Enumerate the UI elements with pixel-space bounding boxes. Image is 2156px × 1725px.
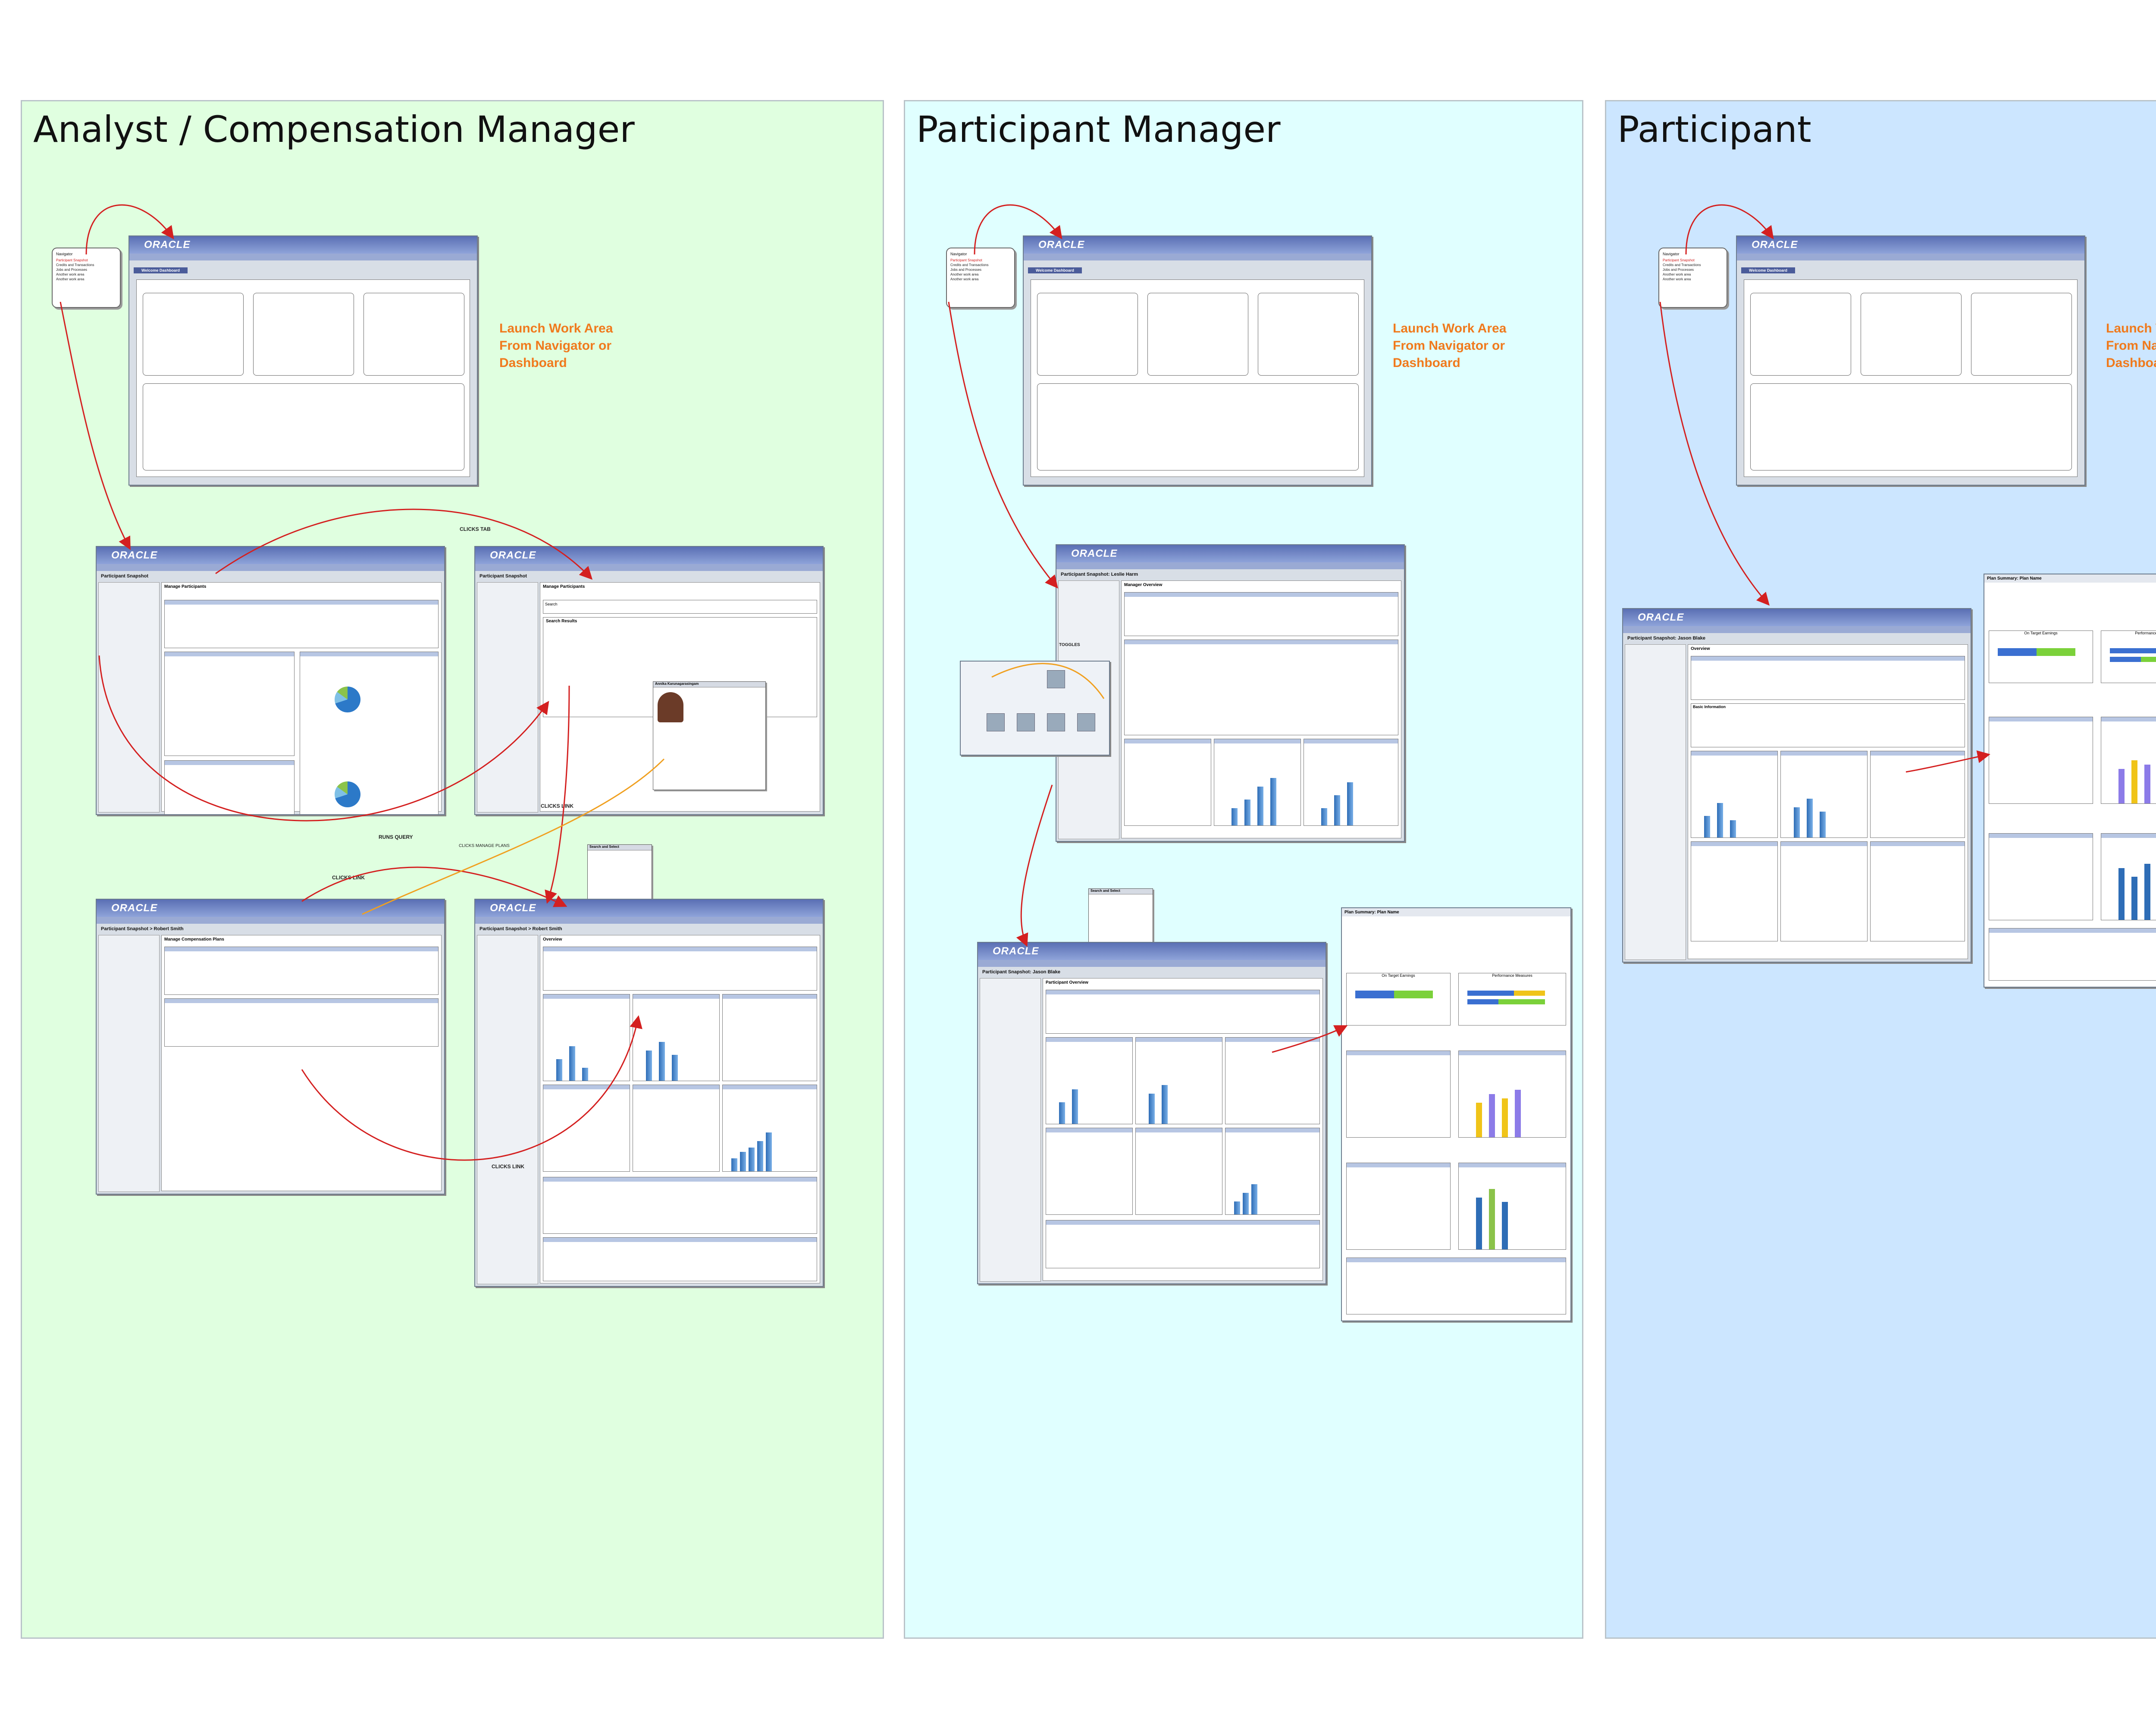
navigator-panel: Navigator Participant Snapshot Credits a… (946, 248, 1015, 308)
oracle-logo: ORACLE (144, 239, 191, 251)
annotation-clicks-link: CLICKS LINK (492, 1164, 524, 1170)
annotation-toggles: TOGGLES (1059, 643, 1080, 647)
annotation-clicks-manage-plans: CLICKS MANAGE PLANS (459, 844, 510, 848)
page-title: Participant Snapshot: Leslie Harm (1061, 572, 1138, 577)
plan-summary-mockup-participant: Plan Summary: Plan Name On Target Earnin… (1984, 574, 2156, 988)
navigator-item[interactable]: Participant Snapshot (56, 258, 88, 262)
search-input[interactable]: Search (545, 602, 558, 606)
annotation-clicks-tab: CLICKS TAB (460, 526, 491, 532)
person-popup: Annika Karunagarasingam (653, 681, 766, 790)
dashboard-mockup: ORACLE Welcome Dashboard (128, 235, 478, 486)
navigator-panel: Navigator Participant Snapshot Credits a… (1658, 248, 1727, 308)
leslie-overview-mockup: ORACLE Participant Snapshot: Leslie Harm… (1056, 544, 1405, 842)
page-title: Participant Snapshot > Robert Smith (101, 926, 184, 932)
manage-participants-mockup: ORACLE Participant Snapshot Manage Parti… (96, 546, 445, 815)
org-chart-mockup (960, 661, 1110, 756)
navigator-item[interactable]: Credits and Transactions (56, 263, 94, 267)
search-results-title: Search Results (546, 619, 577, 624)
jason-overview-mockup-participant: ORACLE Participant Snapshot: Jason Blake… (1622, 608, 1971, 963)
navigator-item[interactable]: Another work area (56, 273, 85, 276)
robert-overview-mockup: ORACLE Participant Snapshot > Robert Smi… (474, 899, 824, 1287)
lane-title-participant-manager: Participant Manager (916, 108, 1281, 151)
dashboard-mockup: ORACLE Welcome Dashboard (1023, 235, 1372, 486)
plan-summary-title: Plan Summary: Plan Name (1342, 908, 1570, 916)
navigator-item[interactable]: Jobs and Processes (56, 268, 88, 272)
lane-title-analyst: Analyst / Compensation Manager (33, 108, 635, 151)
jason-overview-mockup-manager: ORACLE Participant Snapshot: Jason Blake… (977, 942, 1326, 1284)
plan-summary-mockup-manager: Plan Summary: Plan Name On Target Earnin… (1341, 907, 1571, 1321)
dashboard-mockup: ORACLE Welcome Dashboard (1736, 235, 2085, 486)
tab-welcome-dashboard[interactable]: Welcome Dashboard (134, 267, 188, 273)
page-title: Participant Snapshot (101, 574, 149, 579)
manage-participants-title: Manage Participants (164, 584, 207, 589)
manage-comp-plans-mockup: ORACLE Participant Snapshot > Robert Smi… (96, 899, 445, 1195)
navigator-panel: Navigator Participant Snapshot Credits a… (52, 248, 121, 308)
manage-comp-plans-title: Manage Compensation Plans (164, 937, 224, 942)
annotation-clicks-link: CLICKS LINK (541, 803, 573, 809)
search-results-mockup: ORACLE Participant Snapshot Manage Parti… (474, 546, 824, 815)
annotation-runs-query: RUNS QUERY (379, 834, 413, 840)
navigator-title: Navigator (56, 252, 73, 256)
navigator-item[interactable]: Another work area (56, 277, 85, 281)
lane-title-participant: Participant (1617, 108, 1811, 151)
annotation-clicks-link: CLICKS LINK (332, 875, 365, 881)
